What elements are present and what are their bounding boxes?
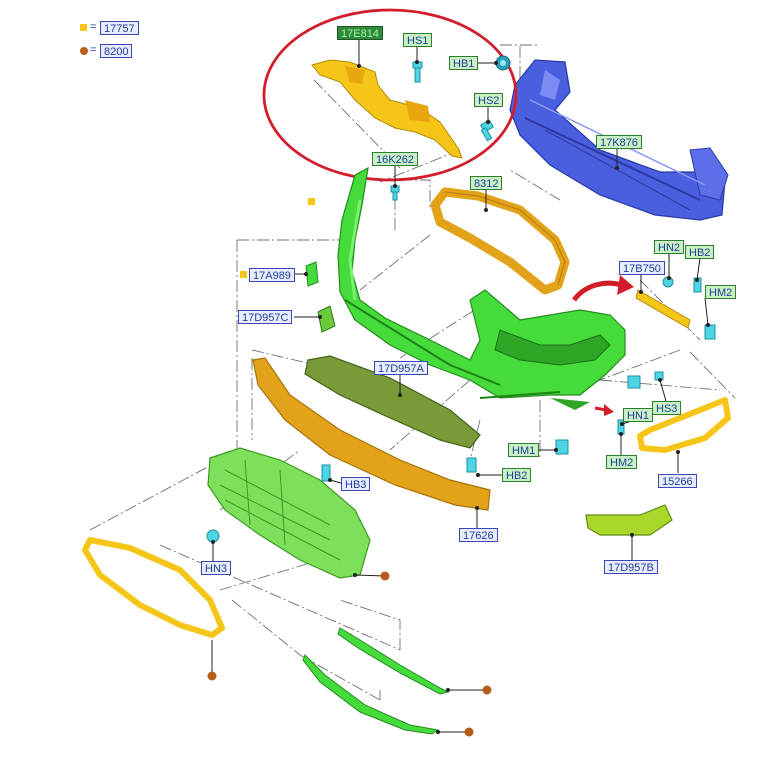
- bumper-cover: [337, 166, 626, 410]
- part-17D957A: [304, 355, 481, 449]
- bracket-17B750: [635, 289, 691, 329]
- label-HN3: HN3: [201, 561, 232, 575]
- fastener-HM1: [555, 439, 569, 455]
- fastener-HN1: [617, 419, 625, 435]
- label-HN2: HN2: [654, 240, 685, 254]
- legend-eq: =: [90, 21, 97, 33]
- label-15266: 15266: [658, 474, 697, 488]
- highlight-circle: [262, 8, 518, 182]
- legend-label-square: 17757: [100, 21, 139, 35]
- reinforcement-beam-17K876: [509, 59, 729, 221]
- fastener-HS3: [627, 371, 664, 389]
- label-HB2-top: HB2: [685, 245, 715, 259]
- brown-dots: [207, 571, 492, 737]
- label-17B750: 17B750: [619, 261, 665, 275]
- strip-lower-2: [302, 654, 440, 735]
- label-HS3: HS3: [652, 401, 682, 415]
- strip-17626: [252, 357, 491, 511]
- part-17A989: [240, 261, 319, 287]
- grille: [207, 447, 371, 579]
- label-HM2-mid: HM2: [606, 455, 638, 469]
- label-8312: 8312: [470, 176, 503, 190]
- label-17D957A: 17D957A: [374, 361, 428, 375]
- label-17D957B: 17D957B: [604, 560, 658, 574]
- label-HN1: HN1: [623, 408, 654, 422]
- label-HB3: HB3: [341, 477, 371, 491]
- frame-8312: [430, 187, 570, 295]
- label-17E814: 17E814: [337, 26, 383, 40]
- legend-square-marker-left: [308, 198, 315, 205]
- part-17D957C: [317, 305, 336, 333]
- part-17D957B: [585, 504, 673, 536]
- frame-15266: [637, 397, 731, 453]
- label-HB2-mid: HB2: [502, 468, 532, 482]
- fastener-HB3: [321, 464, 331, 482]
- bracket-17E814: [311, 59, 463, 159]
- fastener-HM2-top: [704, 324, 716, 340]
- screw-HS2: [479, 119, 495, 142]
- red-arrow-top: [571, 275, 634, 302]
- label-HS1: HS1: [403, 33, 433, 47]
- frame-left: [82, 537, 225, 638]
- label-17A989: 17A989: [249, 268, 295, 282]
- fastener-HB2-mid: [466, 457, 477, 473]
- legend-label-dot: 8200: [100, 44, 133, 58]
- screw-HS1: [412, 61, 423, 83]
- label-16K262: 16K262: [372, 152, 418, 166]
- red-arrow-bottom: [594, 404, 614, 416]
- label-17K876: 17K876: [596, 135, 642, 149]
- yellow-square-icon: [80, 24, 87, 31]
- label-HS2: HS2: [474, 93, 504, 107]
- nut-HB1: [495, 55, 511, 71]
- label-HB1: HB1: [449, 56, 479, 70]
- leader-dots: [211, 60, 710, 734]
- brown-dot-icon: [80, 47, 88, 55]
- clip-16K262: [390, 185, 400, 201]
- label-HM1: HM1: [508, 443, 540, 457]
- label-17D957C: 17D957C: [238, 310, 293, 324]
- label-17626: 17626: [459, 528, 498, 542]
- label-HM2-top: HM2: [705, 285, 737, 299]
- strip-lower-1: [337, 627, 450, 695]
- legend-eq: =: [90, 44, 97, 56]
